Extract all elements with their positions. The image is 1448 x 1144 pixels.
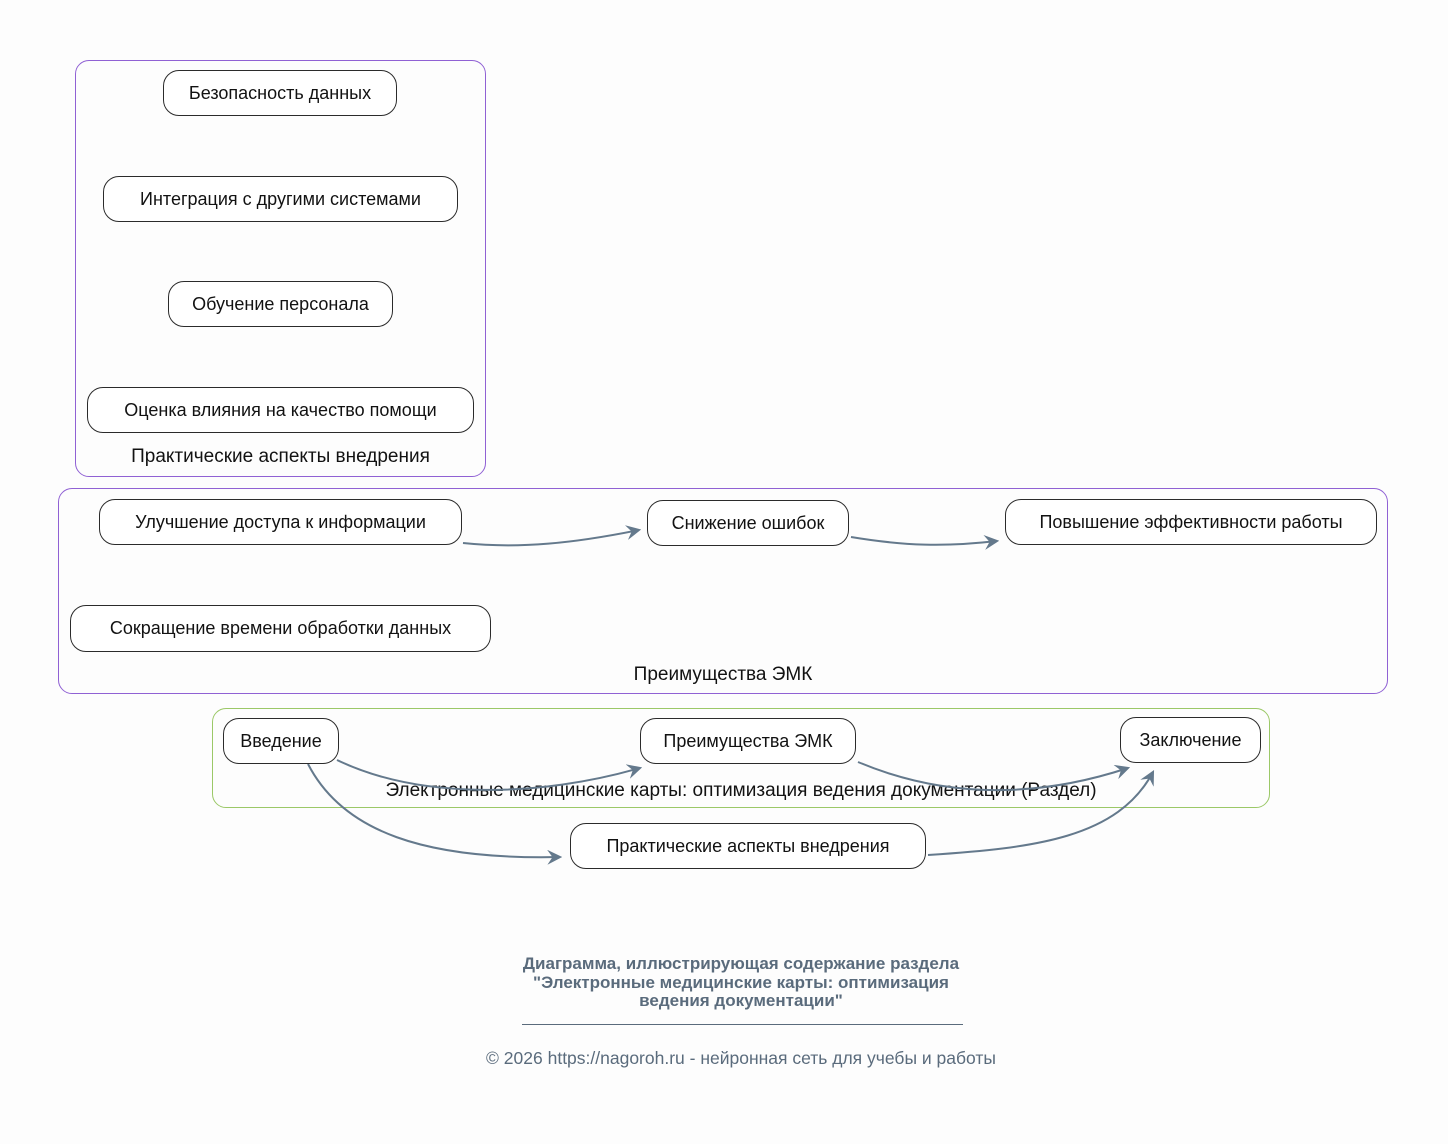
node-emr-benefits: Преимущества ЭМК: [640, 718, 856, 764]
node-introduction: Введение: [223, 718, 339, 764]
cluster-emr-benefits: Преимущества ЭМК: [58, 488, 1388, 694]
node-processing-time: Сокращение времени обработки данных: [70, 605, 491, 652]
node-conclusion: Заключение: [1120, 717, 1261, 763]
node-error-reduction: Снижение ошибок: [647, 500, 849, 546]
footer-caption-line1: Диаграмма, иллюстрирующая содержание раз…: [522, 954, 960, 973]
node-work-efficiency: Повышение эффективности работы: [1005, 499, 1377, 545]
footer-caption-line3: ведения документации": [639, 991, 843, 1010]
cluster-emr-benefits-label: Преимущества ЭМК: [633, 664, 813, 685]
node-integration: Интеграция с другими системами: [103, 176, 458, 222]
node-impact-assessment: Оценка влияния на качество помощи: [87, 387, 474, 433]
node-practical-aspects: Практические аспекты внедрения: [570, 823, 926, 869]
node-staff-training: Обучение персонала: [168, 281, 393, 327]
node-data-security: Безопасность данных: [163, 70, 397, 116]
footer-caption-line2: "Электронные медицинские карты: оптимиза…: [533, 972, 949, 992]
footer-copyright: © 2026 https://nagoroh.ru - нейронная се…: [486, 1048, 996, 1068]
cluster-practical-aspects: Практические аспекты внедрения: [75, 60, 486, 477]
cluster-practical-aspects-label: Практические аспекты внедрения: [131, 446, 430, 467]
footer-caption: Диаграмма, иллюстрирующая содержание раз…: [522, 954, 960, 1011]
node-info-access: Улучшение доступа к информации: [99, 499, 462, 545]
footer-divider: [522, 1024, 963, 1025]
cluster-section-label: Электронные медицинские карты: оптимизац…: [385, 780, 1097, 801]
